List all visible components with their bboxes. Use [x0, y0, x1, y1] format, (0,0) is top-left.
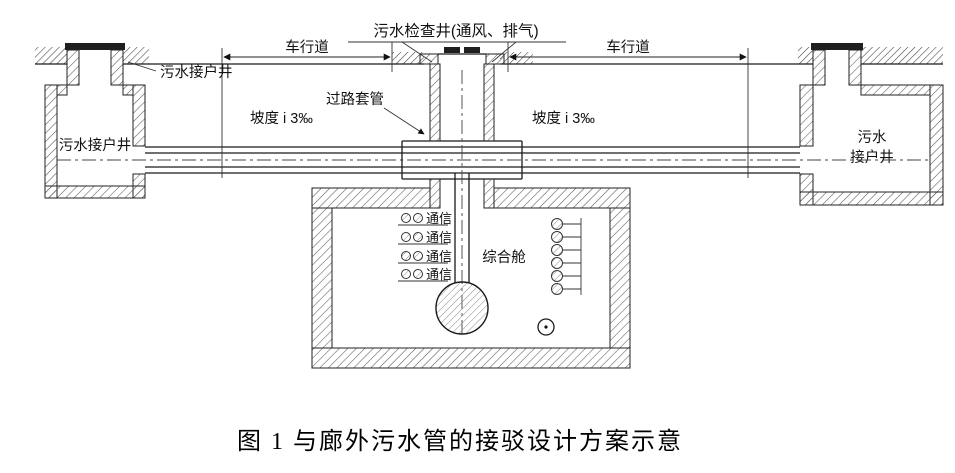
sewer-pipe: [57, 146, 930, 174]
utility-tunnel: [311, 187, 631, 369]
slope-left-label: 坡度 i 3‰: [250, 110, 313, 127]
lane-left-label: 车行道: [285, 39, 329, 56]
dimension-lane-right: 车行道: [507, 39, 749, 178]
right-well-label-line1: 污水: [858, 129, 887, 146]
drain-pipe-center: [544, 325, 548, 329]
well-cover: [811, 43, 863, 50]
house-well-callout-label: 污水接户井: [160, 64, 233, 81]
right-house-well: 污水 接户井: [799, 43, 944, 206]
sewage-main-pipe-section: [435, 281, 489, 335]
left-well-label: 污水接户井: [59, 137, 132, 154]
left-house-well: 污水接户井: [44, 43, 146, 199]
well-cover: [65, 43, 125, 50]
lane-right-label: 车行道: [606, 39, 650, 56]
comm-label-2: 通信: [426, 230, 452, 245]
casing-label: 过路套管: [326, 91, 384, 108]
comm-label-4: 通信: [426, 267, 452, 282]
vent-cover: [464, 47, 480, 53]
comm-label-1: 通信: [426, 211, 452, 226]
inspection-well-label: 污水检查井(通风、排气): [373, 22, 538, 40]
right-well-label-line2: 接户井: [850, 149, 894, 166]
inspection-well-callout: 污水检查井(通风、排气): [348, 22, 566, 63]
drop-pipe: [454, 173, 470, 283]
comm-label-3: 通信: [426, 249, 452, 264]
cabin-label: 综合舱: [482, 249, 526, 266]
cable-hook-stack: [551, 218, 582, 295]
vent-cover: [444, 47, 460, 53]
figure-caption: 图 1 与廊外污水管的接驳设计方案示意: [237, 428, 683, 455]
slope-right-label: 坡度 i 3‰: [532, 110, 595, 127]
inspection-shaft: [419, 47, 505, 336]
casing-callout: 过路套管: [326, 91, 425, 135]
comm-cable-rack: 通信 通信 通信 通信: [398, 211, 452, 282]
dimension-lane-left: 车行道: [221, 39, 393, 178]
house-well-callout: 污水接户井: [127, 61, 233, 81]
